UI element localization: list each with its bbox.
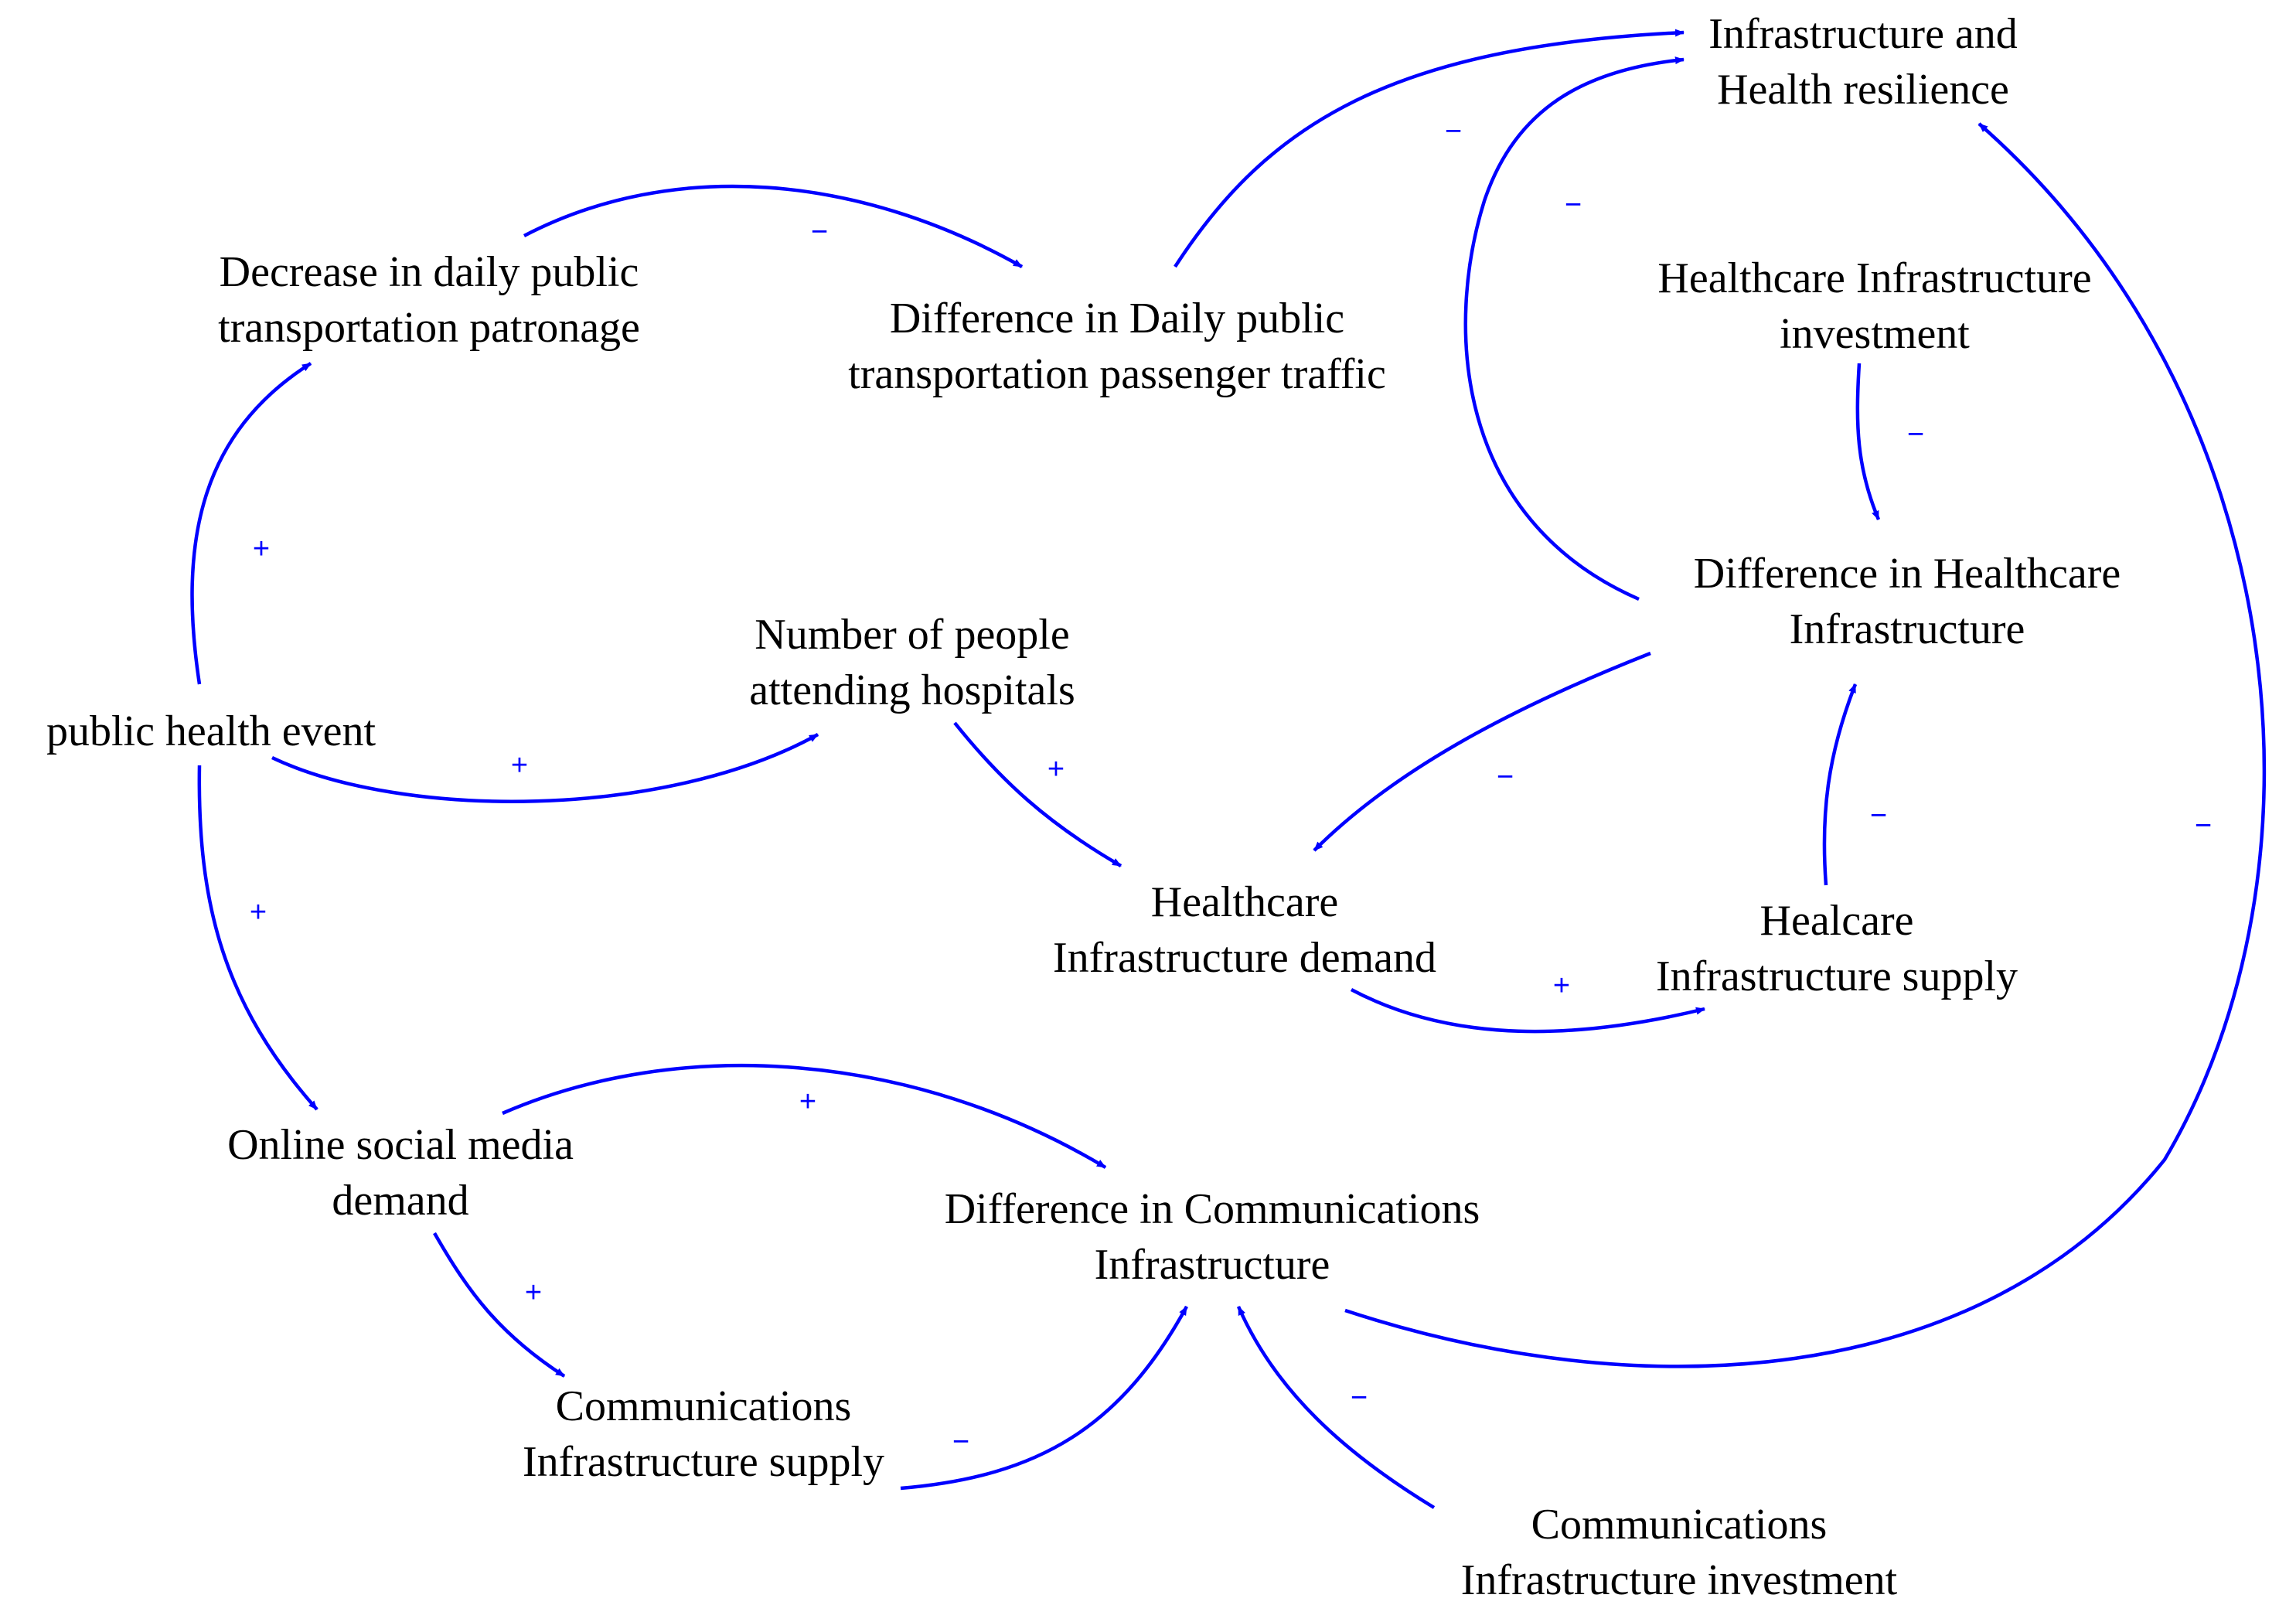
link-event-to-hospital-attendance-polarity: + bbox=[511, 749, 528, 782]
link-supply-to-healthcare-difference-arrow bbox=[1822, 683, 1858, 886]
link-comms-investment-to-difference-polarity: − bbox=[1351, 1382, 1368, 1414]
node-hospital-attendance-line-2: attending hospitals bbox=[749, 666, 1075, 714]
node-comms-investment-line-2: Infrastructure investment bbox=[1460, 1556, 1898, 1604]
node-healthcare-supply-line-1: Healcare bbox=[1759, 897, 1914, 945]
node-hospital-attendance-line-1: Number of people bbox=[755, 611, 1070, 659]
node-comms-difference: Difference in Communications Infrastruct… bbox=[945, 1181, 1480, 1293]
link-healthcare-difference-to-demand-arrow bbox=[1313, 651, 1651, 852]
link-event-to-transport-decrease-arrow bbox=[190, 362, 312, 685]
node-healthcare-difference-line-2: Infrastructure bbox=[1789, 605, 2025, 653]
node-comms-supply-line-2: Infrastructure supply bbox=[522, 1438, 885, 1486]
link-event-to-social-media-arrow bbox=[197, 765, 319, 1111]
node-healthcare-supply: Healcare Infrastructure supply bbox=[1656, 893, 2018, 1004]
node-social-media-demand-line-2: demand bbox=[332, 1177, 469, 1225]
node-transport-decrease: Decrease in daily public transportation … bbox=[218, 244, 640, 356]
link-investment-to-healthcare-difference-polarity: − bbox=[1907, 418, 1924, 451]
node-resilience: Infrastructure and Health resilience bbox=[1708, 6, 2018, 118]
link-comms-investment-to-difference-arrow bbox=[1236, 1306, 1436, 1509]
link-healthcare-difference-to-resilience-arrow bbox=[1463, 56, 1685, 601]
link-comms-difference-to-resilience-polarity: − bbox=[2195, 809, 2212, 842]
link-investment-to-healthcare-difference-arrow bbox=[1855, 363, 1881, 520]
node-resilience-line-1: Infrastructure and bbox=[1708, 10, 2018, 58]
link-healthcare-difference-to-demand-polarity: − bbox=[1497, 761, 1514, 793]
node-resilience-line-2: Health resilience bbox=[1717, 66, 2009, 114]
node-hospital-attendance: Number of people attending hospitals bbox=[749, 607, 1075, 718]
node-public-health-event: public health event bbox=[46, 704, 376, 759]
node-comms-investment: Communications Infrastructure investment bbox=[1461, 1497, 1897, 1608]
link-social-media-to-comms-supply-polarity: + bbox=[525, 1276, 542, 1309]
node-transport-difference-line-1: Difference in Daily public bbox=[889, 295, 1345, 342]
node-comms-investment-line-1: Communications bbox=[1531, 1501, 1828, 1549]
node-transport-decrease-line-1: Decrease in daily public bbox=[219, 248, 639, 296]
link-comms-supply-to-difference-polarity: − bbox=[952, 1426, 969, 1458]
link-transport-difference-to-resilience-polarity: − bbox=[1445, 115, 1462, 148]
link-event-to-social-media-polarity: + bbox=[250, 896, 267, 929]
node-healthcare-demand: Healthcare Infrastructure demand bbox=[1053, 874, 1436, 986]
link-transport-decrease-to-difference-arrow bbox=[523, 184, 1024, 268]
node-healthcare-supply-line-2: Infrastructure supply bbox=[1655, 952, 2018, 1000]
link-healthcare-difference-to-resilience-polarity: − bbox=[1565, 189, 1582, 221]
link-social-media-to-comms-supply-arrow bbox=[433, 1232, 566, 1378]
link-demand-to-supply-arrow bbox=[1350, 988, 1705, 1034]
node-healthcare-demand-line-1: Healthcare bbox=[1150, 878, 1339, 926]
link-event-to-hospital-attendance-arrow bbox=[271, 733, 819, 803]
node-social-media-demand-line-1: Online social media bbox=[227, 1121, 574, 1169]
node-comms-difference-line-2: Infrastructure bbox=[1094, 1241, 1330, 1289]
node-comms-supply: Communications Infrastructure supply bbox=[523, 1378, 884, 1490]
node-transport-difference: Difference in Daily public transportatio… bbox=[848, 291, 1386, 402]
node-healthcare-demand-line-2: Infrastructure demand bbox=[1053, 934, 1436, 982]
link-comms-difference-to-resilience-arrow bbox=[1344, 122, 2267, 1368]
link-supply-to-healthcare-difference-polarity: − bbox=[1870, 799, 1887, 832]
node-healthcare-investment-line-1: Healthcare Infrastructure bbox=[1657, 254, 2092, 302]
link-social-media-to-comms-difference-arrow bbox=[502, 1063, 1107, 1169]
node-healthcare-difference: Difference in Healthcare Infrastructure bbox=[1694, 546, 2121, 657]
link-transport-difference-to-resilience-arrow bbox=[1174, 29, 1685, 268]
link-demand-to-supply-polarity: + bbox=[1553, 969, 1570, 1002]
node-healthcare-difference-line-1: Difference in Healthcare bbox=[1693, 550, 2121, 598]
node-transport-difference-line-2: transportation passenger traffic bbox=[848, 350, 1386, 398]
node-comms-supply-line-1: Communications bbox=[555, 1382, 852, 1430]
node-healthcare-investment: Healthcare Infrastructure investment bbox=[1657, 250, 2091, 362]
node-public-health-event-line-1: public health event bbox=[46, 707, 376, 755]
link-social-media-to-comms-difference-polarity: + bbox=[799, 1085, 816, 1118]
node-comms-difference-line-1: Difference in Communications bbox=[944, 1185, 1480, 1233]
node-transport-decrease-line-2: transportation patronage bbox=[218, 304, 640, 352]
link-attendance-to-demand-polarity: + bbox=[1048, 753, 1065, 785]
link-transport-decrease-to-difference-polarity: − bbox=[811, 216, 828, 248]
node-social-media-demand: Online social media demand bbox=[227, 1117, 574, 1228]
link-attendance-to-demand-arrow bbox=[953, 721, 1122, 867]
link-comms-supply-to-difference-arrow bbox=[900, 1305, 1188, 1491]
node-healthcare-investment-line-2: investment bbox=[1780, 310, 1970, 358]
link-event-to-transport-decrease-polarity: + bbox=[253, 533, 270, 565]
